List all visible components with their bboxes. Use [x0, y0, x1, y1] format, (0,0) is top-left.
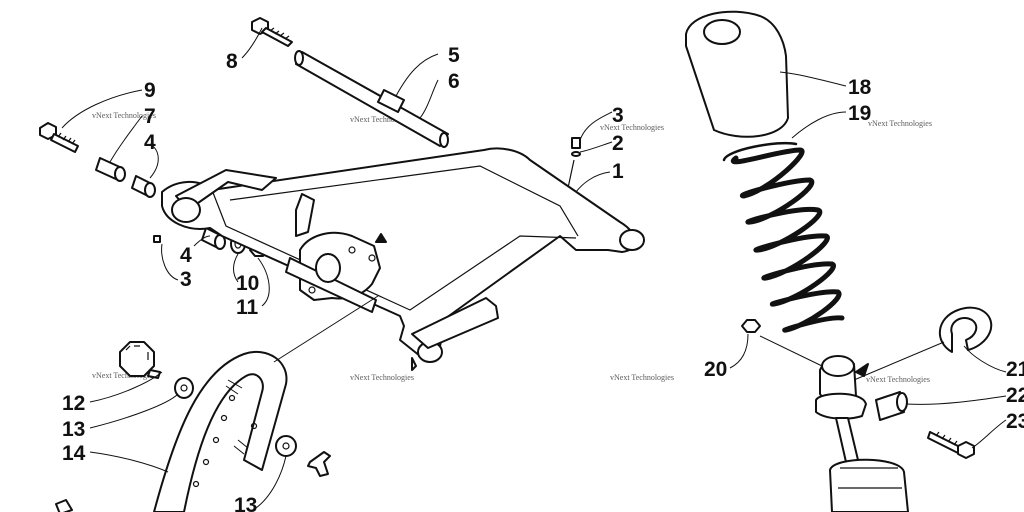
left-hardware	[39, 122, 269, 257]
boot-18	[685, 10, 789, 138]
nut-20	[741, 319, 761, 333]
callout-22: 22	[1006, 384, 1024, 407]
callout-14: 14	[62, 442, 86, 465]
callout-13: 13	[234, 494, 257, 512]
callout-2: 2	[612, 132, 624, 155]
watermark-text: vNext Technologies	[866, 375, 930, 384]
callout-1: 1	[612, 160, 624, 183]
callout-20: 20	[704, 358, 727, 381]
callout-12: 12	[62, 392, 85, 415]
callout-19: 19	[848, 102, 871, 125]
watermark-text: vNext Technologies	[350, 115, 414, 124]
watermark-text: vNext Technologies	[350, 373, 414, 382]
callout-4: 4	[180, 244, 192, 267]
spring-19	[722, 141, 845, 333]
shaft-5-6	[294, 50, 449, 148]
callout-21: 21	[1006, 358, 1024, 381]
watermarks: vNext Technologies vNext Technologies vN…	[92, 111, 932, 384]
watermark-text: vNext Technologies	[92, 371, 156, 380]
callout-9: 9	[144, 79, 156, 102]
callout-10: 10	[236, 272, 259, 295]
strap-hardware	[55, 341, 331, 512]
snap-ring-21	[938, 306, 993, 353]
bolt-8	[251, 17, 293, 47]
callout-7: 7	[144, 105, 156, 128]
callout-3: 3	[180, 268, 192, 291]
callout-6: 6	[448, 70, 460, 93]
a-arm-frame	[161, 147, 645, 371]
callout-13: 13	[62, 418, 85, 441]
watermark-text: vNext Technologies	[868, 119, 932, 128]
callout-5: 5	[448, 44, 460, 67]
callout-18: 18	[848, 76, 872, 99]
callout-3: 3	[612, 104, 624, 127]
grease-fitting-2-3	[567, 137, 581, 189]
watermark-text: vNext Technologies	[92, 111, 156, 120]
callout-4: 4	[144, 131, 156, 154]
callouts: 8 5 6 9 7 4 3 2 1 4 10 3 11 12 13 14 13 …	[62, 44, 1024, 512]
shock-absorber	[815, 355, 975, 512]
watermark-text: vNext Technologies	[600, 123, 664, 132]
leader-lines	[61, 27, 1007, 509]
callout-23: 23	[1006, 410, 1024, 433]
watermark-text: vNext Technologies	[610, 373, 674, 382]
callout-11: 11	[236, 296, 259, 319]
callout-8: 8	[226, 50, 238, 73]
